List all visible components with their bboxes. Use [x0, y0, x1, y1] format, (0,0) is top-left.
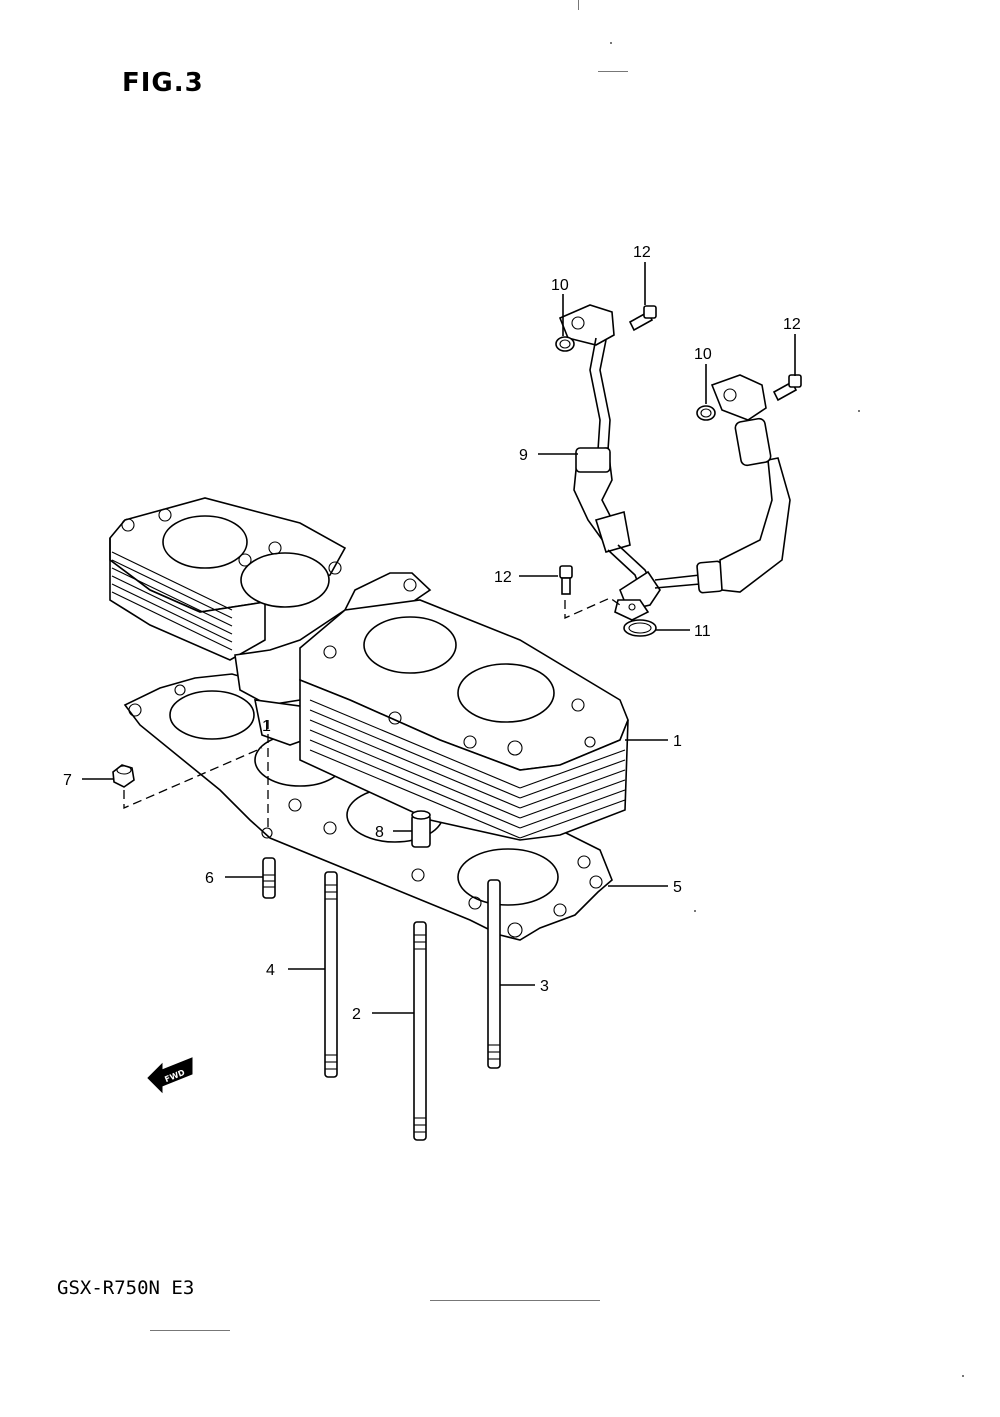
model-code: GSX-R750N E3 — [57, 1277, 195, 1299]
stud-6 — [262, 857, 276, 899]
cylinder-block — [109, 497, 629, 841]
callout-6: 6 — [205, 870, 214, 887]
dowel-pin-8 — [411, 810, 431, 848]
bolt-12-mid — [559, 565, 573, 595]
stud-3 — [487, 879, 501, 1069]
bolt-12-right — [772, 374, 802, 402]
plug-7 — [112, 764, 135, 788]
oil-hose-assembly — [558, 304, 791, 621]
washer-10-left — [555, 336, 575, 352]
callout-7: 7 — [63, 772, 72, 789]
callout-10-left: 10 — [551, 277, 569, 294]
callout-10-right: 10 — [694, 346, 712, 363]
callout-4: 4 — [266, 962, 275, 979]
stud-4 — [324, 871, 338, 1078]
callout-1-gasket: 1 — [262, 718, 271, 735]
callout-12-top: 12 — [633, 244, 651, 261]
callout-12-mid: 12 — [494, 569, 512, 586]
callout-1: 1 — [673, 733, 682, 750]
callout-8: 8 — [375, 824, 384, 841]
callout-3: 3 — [540, 978, 549, 995]
stud-2 — [413, 921, 427, 1141]
figure-title: FIG.3 — [122, 68, 204, 98]
callout-9: 9 — [519, 447, 528, 464]
scan-noise — [150, 0, 964, 1377]
forward-arrow-icon: FWD — [147, 1057, 193, 1094]
washer-10-right — [696, 405, 716, 421]
bolt-12-top — [628, 305, 657, 332]
callout-5: 5 — [673, 879, 682, 896]
head-gasket — [123, 673, 613, 941]
callout-12-right: 12 — [783, 316, 801, 333]
callout-2: 2 — [352, 1006, 361, 1023]
leader-lines — [82, 262, 796, 1014]
callout-labels: 12 10 12 10 9 12 11 1 1 7 8 5 6 4 3 2 — [63, 244, 801, 1023]
callout-11: 11 — [694, 623, 711, 640]
